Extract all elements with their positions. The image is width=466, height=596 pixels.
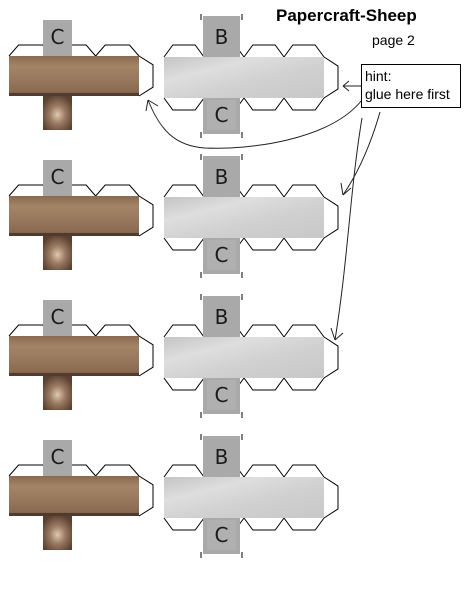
cut-mark bbox=[200, 434, 243, 558]
tab-letter-c: C bbox=[215, 103, 229, 127]
bottom-tab-inner bbox=[207, 100, 236, 130]
bottom-tab-inner bbox=[207, 380, 236, 410]
hint-box: hint: glue here first bbox=[361, 64, 461, 108]
leg-body-edge bbox=[9, 373, 139, 376]
glue-flap bbox=[163, 464, 325, 478]
glue-flap bbox=[163, 44, 325, 58]
glue-flap bbox=[163, 377, 325, 391]
top-tab bbox=[43, 440, 72, 476]
page-number: page 2 bbox=[372, 32, 415, 48]
leg-body-brown bbox=[9, 196, 139, 236]
leg-body-wool bbox=[164, 477, 324, 518]
tab-letter-c: C bbox=[51, 445, 65, 469]
hoof-tab bbox=[43, 516, 72, 550]
arrowhead bbox=[145, 99, 159, 112]
glue-flap bbox=[138, 195, 154, 237]
arrow-to-row3 bbox=[334, 117, 363, 341]
glue-flap bbox=[323, 56, 339, 99]
brown-leg-net: C bbox=[8, 300, 154, 410]
wool-leg-net: BC bbox=[163, 434, 339, 558]
hoof-tab bbox=[43, 376, 72, 410]
tab-letter-c: C bbox=[51, 305, 65, 329]
glue-flap bbox=[163, 237, 325, 251]
top-tab bbox=[43, 20, 72, 56]
bottom-tab-inner bbox=[207, 520, 236, 550]
tab-letter-c: C bbox=[215, 523, 229, 547]
cut-mark bbox=[200, 14, 243, 138]
cut-mark bbox=[200, 154, 243, 278]
tab-letter-c: C bbox=[51, 25, 65, 49]
cut-mark bbox=[200, 294, 243, 418]
glue-flap bbox=[323, 196, 339, 239]
arrowhead bbox=[340, 182, 352, 196]
glue-flap bbox=[138, 335, 154, 377]
leg-body-brown bbox=[9, 336, 139, 376]
glue-flap bbox=[138, 475, 154, 517]
wool-leg-net: BC bbox=[163, 14, 339, 138]
brown-leg-net: C bbox=[8, 20, 154, 130]
top-tab bbox=[203, 16, 240, 58]
tab-letter-b: B bbox=[215, 165, 229, 189]
top-tab bbox=[203, 296, 240, 338]
tab-letter-c: C bbox=[215, 383, 229, 407]
hint-text: glue here first bbox=[365, 86, 450, 102]
arrow-to-row1 bbox=[147, 99, 363, 149]
hoof-tab bbox=[43, 96, 72, 130]
top-tab bbox=[203, 436, 240, 478]
glue-flap bbox=[323, 336, 339, 379]
arrow-to-row2 bbox=[342, 111, 381, 196]
hint-label: hint: bbox=[365, 68, 392, 84]
leg-body-wool bbox=[164, 197, 324, 238]
leg-body-brown bbox=[9, 56, 139, 96]
glue-flap bbox=[8, 184, 140, 197]
top-tab bbox=[43, 160, 72, 196]
wool-leg-net: BC bbox=[163, 294, 339, 418]
leg-body-wool bbox=[164, 57, 324, 98]
arrowhead bbox=[342, 80, 350, 92]
leg-body-wool bbox=[164, 337, 324, 378]
glue-flap bbox=[8, 324, 140, 337]
glue-flap bbox=[323, 476, 339, 519]
arrowhead bbox=[330, 327, 344, 341]
glue-flap bbox=[8, 464, 140, 477]
top-tab bbox=[203, 156, 240, 198]
page-title: Papercraft-Sheep bbox=[276, 6, 417, 25]
bottom-tab-inner bbox=[207, 240, 236, 270]
glue-flap bbox=[163, 324, 325, 338]
leg-body-edge bbox=[9, 233, 139, 236]
brown-leg-net: C bbox=[8, 440, 154, 550]
glue-flap bbox=[163, 517, 325, 531]
leg-body-brown bbox=[9, 476, 139, 516]
leg-body-edge bbox=[9, 93, 139, 96]
tab-letter-b: B bbox=[215, 305, 229, 329]
hoof-tab bbox=[43, 236, 72, 270]
glue-flap bbox=[8, 44, 140, 57]
glue-flap bbox=[163, 97, 325, 111]
tab-letter-c: C bbox=[215, 243, 229, 267]
glue-flap bbox=[138, 55, 154, 97]
tab-letter-b: B bbox=[215, 445, 229, 469]
glue-flap bbox=[163, 184, 325, 198]
leg-body-edge bbox=[9, 513, 139, 516]
top-tab bbox=[43, 300, 72, 336]
tab-letter-c: C bbox=[51, 165, 65, 189]
brown-leg-net: C bbox=[8, 160, 154, 270]
tab-letter-b: B bbox=[215, 25, 229, 49]
wool-leg-net: BC bbox=[163, 154, 339, 278]
glue-arrows bbox=[145, 80, 381, 341]
